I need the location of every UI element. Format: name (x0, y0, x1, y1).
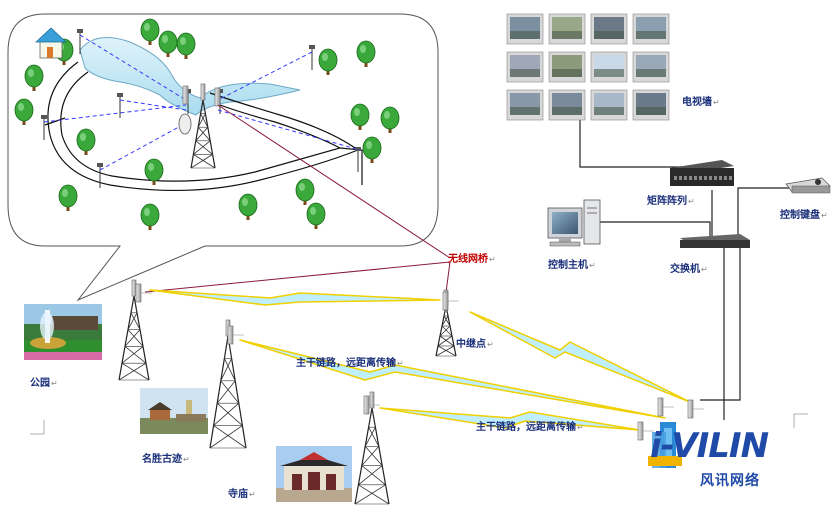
brand-chinese: 风讯网络 (700, 473, 760, 489)
monitor-thumbnail (548, 89, 586, 121)
label-switch: 交换机↵ (670, 264, 708, 275)
video-wall (506, 13, 670, 121)
antenna-icon (135, 283, 152, 303)
antenna-icon (657, 397, 674, 417)
tree-icon (76, 128, 96, 155)
tree-icon (140, 203, 160, 230)
monitor-thumbnail (632, 13, 670, 45)
label-backbone-2: 主干链路，远距离传输↵ (476, 422, 584, 433)
trees-scene (14, 18, 400, 230)
label-control-keyboard: 控制键盘↵ (780, 210, 828, 221)
label-control-host: 控制主机↵ (548, 260, 596, 271)
monitor-thumbnail (632, 89, 670, 121)
tree-icon (144, 158, 164, 185)
backbone-beams (149, 289, 691, 431)
computer-icon (547, 199, 601, 247)
monitor-thumbnail (548, 51, 586, 83)
monitor-thumbnail (506, 51, 544, 83)
label-scenic-site: 名胜古迹↵ (142, 454, 190, 465)
tree-icon (176, 32, 196, 59)
scene-bubble (7, 13, 439, 302)
camera-pole-icon (117, 93, 123, 118)
camera-pole-icon (355, 147, 361, 172)
tree-icon (24, 64, 44, 91)
tree-icon (350, 103, 370, 130)
monitor-thumbnail (548, 13, 586, 45)
label-video-wall: 电视墙↵ (682, 97, 720, 108)
monitor-thumbnail (506, 89, 544, 121)
tree-icon (362, 136, 382, 163)
tree-icon (14, 98, 34, 125)
tree-icon (356, 40, 376, 67)
monitor-thumbnail (506, 13, 544, 45)
camera-pole-icon (77, 29, 83, 54)
tree-icon (140, 18, 160, 45)
antenna-icon (363, 395, 380, 415)
house-icon (35, 27, 67, 59)
antenna-icon (442, 291, 459, 311)
label-wireless-bridge: 无线网桥↵ (448, 254, 496, 265)
tower-icon (354, 391, 390, 505)
antenna-icon (687, 399, 704, 419)
tree-icon (158, 30, 178, 57)
lake (79, 37, 301, 116)
label-relay-point: 中继点↵ (456, 339, 494, 350)
label-park: 公园↵ (30, 378, 58, 389)
cabling (579, 117, 790, 420)
tower-icon (118, 279, 150, 381)
tree-icon (238, 193, 258, 220)
scene-tower (178, 83, 221, 169)
monitor-thumbnail (590, 13, 628, 45)
tree-icon (295, 178, 315, 205)
video-links (43, 34, 361, 171)
brand-logo-icon (648, 422, 682, 468)
towers (118, 279, 704, 505)
monitor-thumbnail (590, 51, 628, 83)
tree-icon (380, 106, 400, 133)
tree-icon (58, 184, 78, 211)
photo-park (24, 304, 102, 360)
tree-icon (318, 48, 338, 75)
brand-name: i-VILIN (650, 426, 769, 466)
tower-icon (209, 319, 247, 449)
antenna-icon (637, 421, 654, 441)
photo-temple (276, 446, 352, 502)
tower-icon (190, 83, 216, 169)
monitor-thumbnail (590, 89, 628, 121)
switch-device (680, 234, 750, 248)
road-loop (44, 61, 363, 192)
crop-marks (30, 413, 808, 435)
antenna-icon (227, 325, 244, 345)
label-temple: 寺庙↵ (228, 489, 256, 500)
label-backbone-1: 主干链路，远距离传输↵ (296, 358, 404, 369)
photo-scenic-site (140, 388, 208, 434)
monitor-thumbnail (632, 51, 670, 83)
matrix-device (670, 160, 734, 186)
keyboard-device (785, 177, 831, 194)
tree-icon (306, 202, 326, 229)
camera-pole-icon (309, 45, 315, 70)
label-matrix: 矩阵阵列↵ (647, 196, 695, 207)
